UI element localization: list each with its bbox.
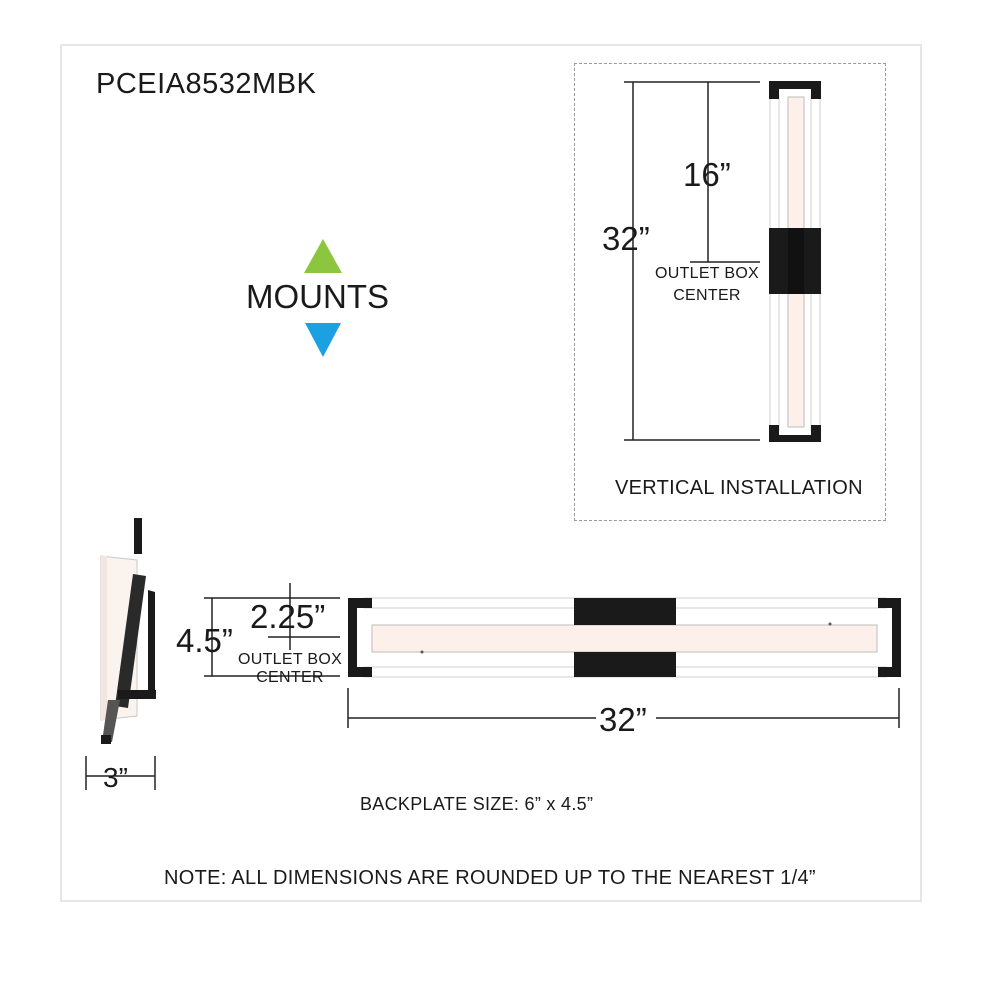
vertical-outlet-offset-label: 16” bbox=[683, 156, 731, 193]
horizontal-outlet-offset-label: 2.25” bbox=[250, 598, 326, 635]
mounts-label: MOUNTS bbox=[246, 278, 389, 315]
dimensions-note: NOTE: ALL DIMENSIONS ARE ROUNDED UP TO T… bbox=[164, 867, 816, 889]
mount-down-arrow-icon bbox=[305, 323, 341, 357]
side-profile-fixture bbox=[100, 518, 156, 744]
vertical-outlet-label-line2: CENTER bbox=[673, 287, 741, 304]
horizontal-outlet-label-line2: CENTER bbox=[256, 669, 324, 686]
model-number: PCEIA8532MBK bbox=[96, 68, 317, 100]
vertical-installation-caption: VERTICAL INSTALLATION bbox=[615, 477, 863, 499]
vertical-fixture bbox=[769, 81, 821, 442]
mount-up-arrow-icon bbox=[304, 239, 342, 273]
horizontal-outlet-label-line1: OUTLET BOX bbox=[238, 651, 343, 668]
vertical-installation-panel bbox=[574, 63, 886, 521]
vertical-length-label: 32” bbox=[602, 220, 650, 257]
vertical-outlet-label-line1: OUTLET BOX bbox=[654, 265, 760, 282]
horizontal-fixture bbox=[348, 597, 901, 678]
horizontal-height-label: 4.5” bbox=[176, 622, 233, 659]
side-depth-label: 3” bbox=[103, 762, 128, 793]
horizontal-width-label: 32” bbox=[599, 701, 647, 738]
backplate-size-label: BACKPLATE SIZE: 6” x 4.5” bbox=[360, 794, 594, 814]
